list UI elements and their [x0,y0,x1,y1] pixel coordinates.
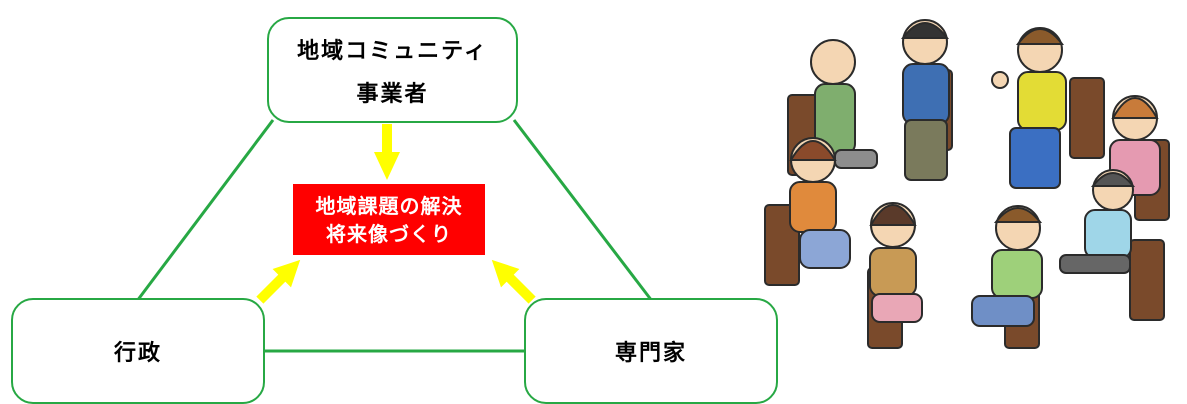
goal-line-2: 将来像づくり [326,221,452,246]
goal-line-1: 地域課題の解決 [315,193,463,218]
arrow-down-icon [374,124,400,180]
people-meeting-circle-illustration [764,19,1170,349]
goal-box: 地域課題の解決 将来像づくり [293,184,485,255]
experts-box: 専門家 [524,298,778,404]
community-label: 地域コミュニティ [297,38,488,64]
connector-right-edge [512,119,654,302]
experts-label: 専門家 [614,341,687,366]
connector-left-edge [135,119,275,302]
community-business-box: 地域コミュニティ 事業者 [267,17,518,123]
arrow-up-right-icon [256,259,301,304]
arrow-up-left-icon [491,259,536,304]
administration-label: 行政 [113,341,162,366]
administration-box: 行政 [11,298,265,404]
business-label: 事業者 [356,81,429,107]
